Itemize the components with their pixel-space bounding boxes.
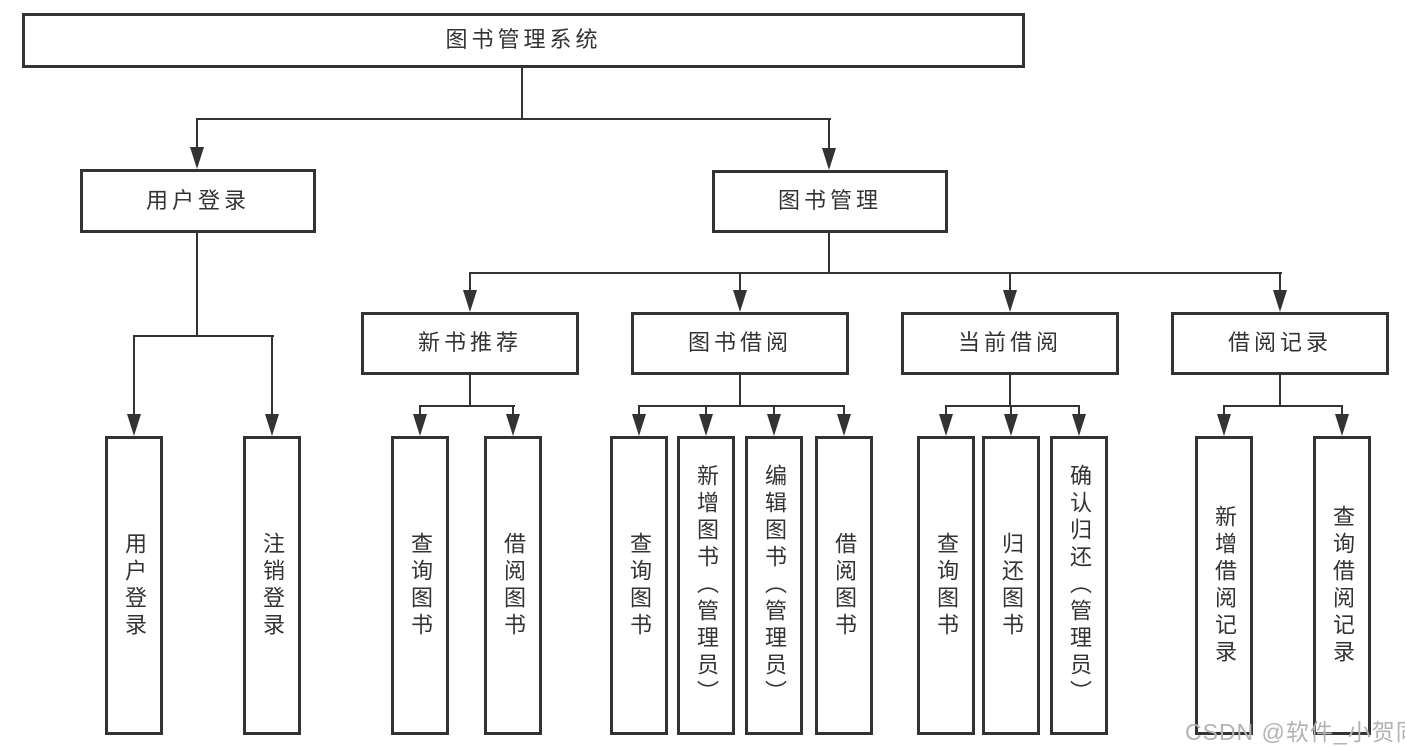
- arrow-down-icon: [699, 414, 713, 436]
- arrow-down-icon: [190, 147, 204, 169]
- leaf-query-borrow-record: 查询借阅记录: [1313, 436, 1371, 735]
- arrow-down-icon: [1273, 290, 1287, 312]
- arrow-down-icon: [463, 290, 477, 312]
- connector-drop-book-borrow: [739, 272, 741, 295]
- connector-new-book-bar: [419, 405, 515, 407]
- leaf-return-books: 归还图书: [982, 436, 1040, 735]
- leaf-query-books: 查询图书: [391, 436, 449, 735]
- arrow-down-icon: [1004, 414, 1018, 436]
- connector-user-login-stem: [196, 233, 198, 337]
- connector-drop: [1078, 405, 1080, 418]
- leaf-add-borrow-record: 新增借阅记录: [1195, 436, 1253, 735]
- connector-book-management-bar: [469, 272, 1282, 274]
- connector-drop-book-management: [828, 118, 830, 153]
- arrow-down-icon: [1072, 414, 1086, 436]
- connector-current-borrow-bar: [945, 405, 1080, 407]
- connector-drop: [1341, 405, 1343, 418]
- arrow-down-icon: [265, 414, 279, 436]
- arrow-down-icon: [767, 414, 781, 436]
- root-node-box: 图书管理系统: [22, 13, 1025, 68]
- connector-borrow-records-bar: [1223, 405, 1343, 407]
- connector-book-borrow-stem: [739, 375, 741, 407]
- arrow-down-icon: [822, 148, 836, 170]
- connector-drop: [705, 405, 707, 418]
- leaf-user-login: 用户登录: [105, 436, 163, 735]
- arrow-down-icon: [127, 414, 141, 436]
- arrow-down-icon: [506, 414, 520, 436]
- connector-book-management-stem: [828, 233, 830, 274]
- leaf-edit-books-admin: 编辑图书（管理员）: [745, 436, 803, 735]
- arrow-down-icon: [837, 414, 851, 436]
- arrow-down-icon: [413, 414, 427, 436]
- leaf-confirm-return-admin: 确认归还（管理员）: [1050, 436, 1108, 735]
- connector-drop-new-book: [469, 272, 471, 295]
- arrow-down-icon: [1335, 414, 1349, 436]
- connector-drop-user-login: [196, 118, 198, 152]
- connector-drop: [945, 405, 947, 418]
- arrow-down-icon: [733, 290, 747, 312]
- node-new-book-recommend: 新书推荐: [361, 312, 579, 375]
- node-book-borrow: 图书借阅: [631, 312, 849, 375]
- arrow-down-icon: [632, 414, 646, 436]
- connector-drop: [773, 405, 775, 418]
- node-book-management: 图书管理: [712, 170, 948, 233]
- node-user-login: 用户登录: [80, 169, 316, 233]
- connector-book-borrow-bar: [638, 405, 845, 407]
- node-borrow-records: 借阅记录: [1171, 312, 1389, 375]
- arrow-down-icon: [1217, 414, 1231, 436]
- connector-drop-logout: [271, 335, 273, 418]
- node-current-borrow: 当前借阅: [901, 312, 1119, 375]
- connector-drop: [419, 405, 421, 418]
- connector-drop-borrow-records: [1279, 272, 1281, 295]
- connector-root-stem: [521, 68, 523, 120]
- leaf-add-books-admin: 新增图书（管理员）: [677, 436, 735, 735]
- connector-drop: [1010, 405, 1012, 418]
- connector-drop: [512, 405, 514, 418]
- connector-current-borrow-stem: [1009, 375, 1011, 407]
- arrow-down-icon: [939, 414, 953, 436]
- leaf-query-books: 查询图书: [917, 436, 975, 735]
- connector-root-bar: [196, 118, 831, 120]
- connector-drop-login: [133, 335, 135, 418]
- connector-drop: [638, 405, 640, 418]
- connector-user-login-bar: [133, 335, 274, 337]
- leaf-query-books: 查询图书: [610, 436, 668, 735]
- connector-new-book-stem: [469, 375, 471, 407]
- connector-drop: [1223, 405, 1225, 418]
- arrow-down-icon: [1003, 290, 1017, 312]
- leaf-borrow-books: 借阅图书: [815, 436, 873, 735]
- connector-borrow-records-stem: [1279, 375, 1281, 407]
- leaf-logout: 注销登录: [243, 436, 301, 735]
- leaf-borrow-books: 借阅图书: [484, 436, 542, 735]
- connector-drop: [843, 405, 845, 418]
- csdn-watermark: CSDN @软件_小贺同学: [1185, 719, 1405, 745]
- connector-drop-current-borrow: [1009, 272, 1011, 295]
